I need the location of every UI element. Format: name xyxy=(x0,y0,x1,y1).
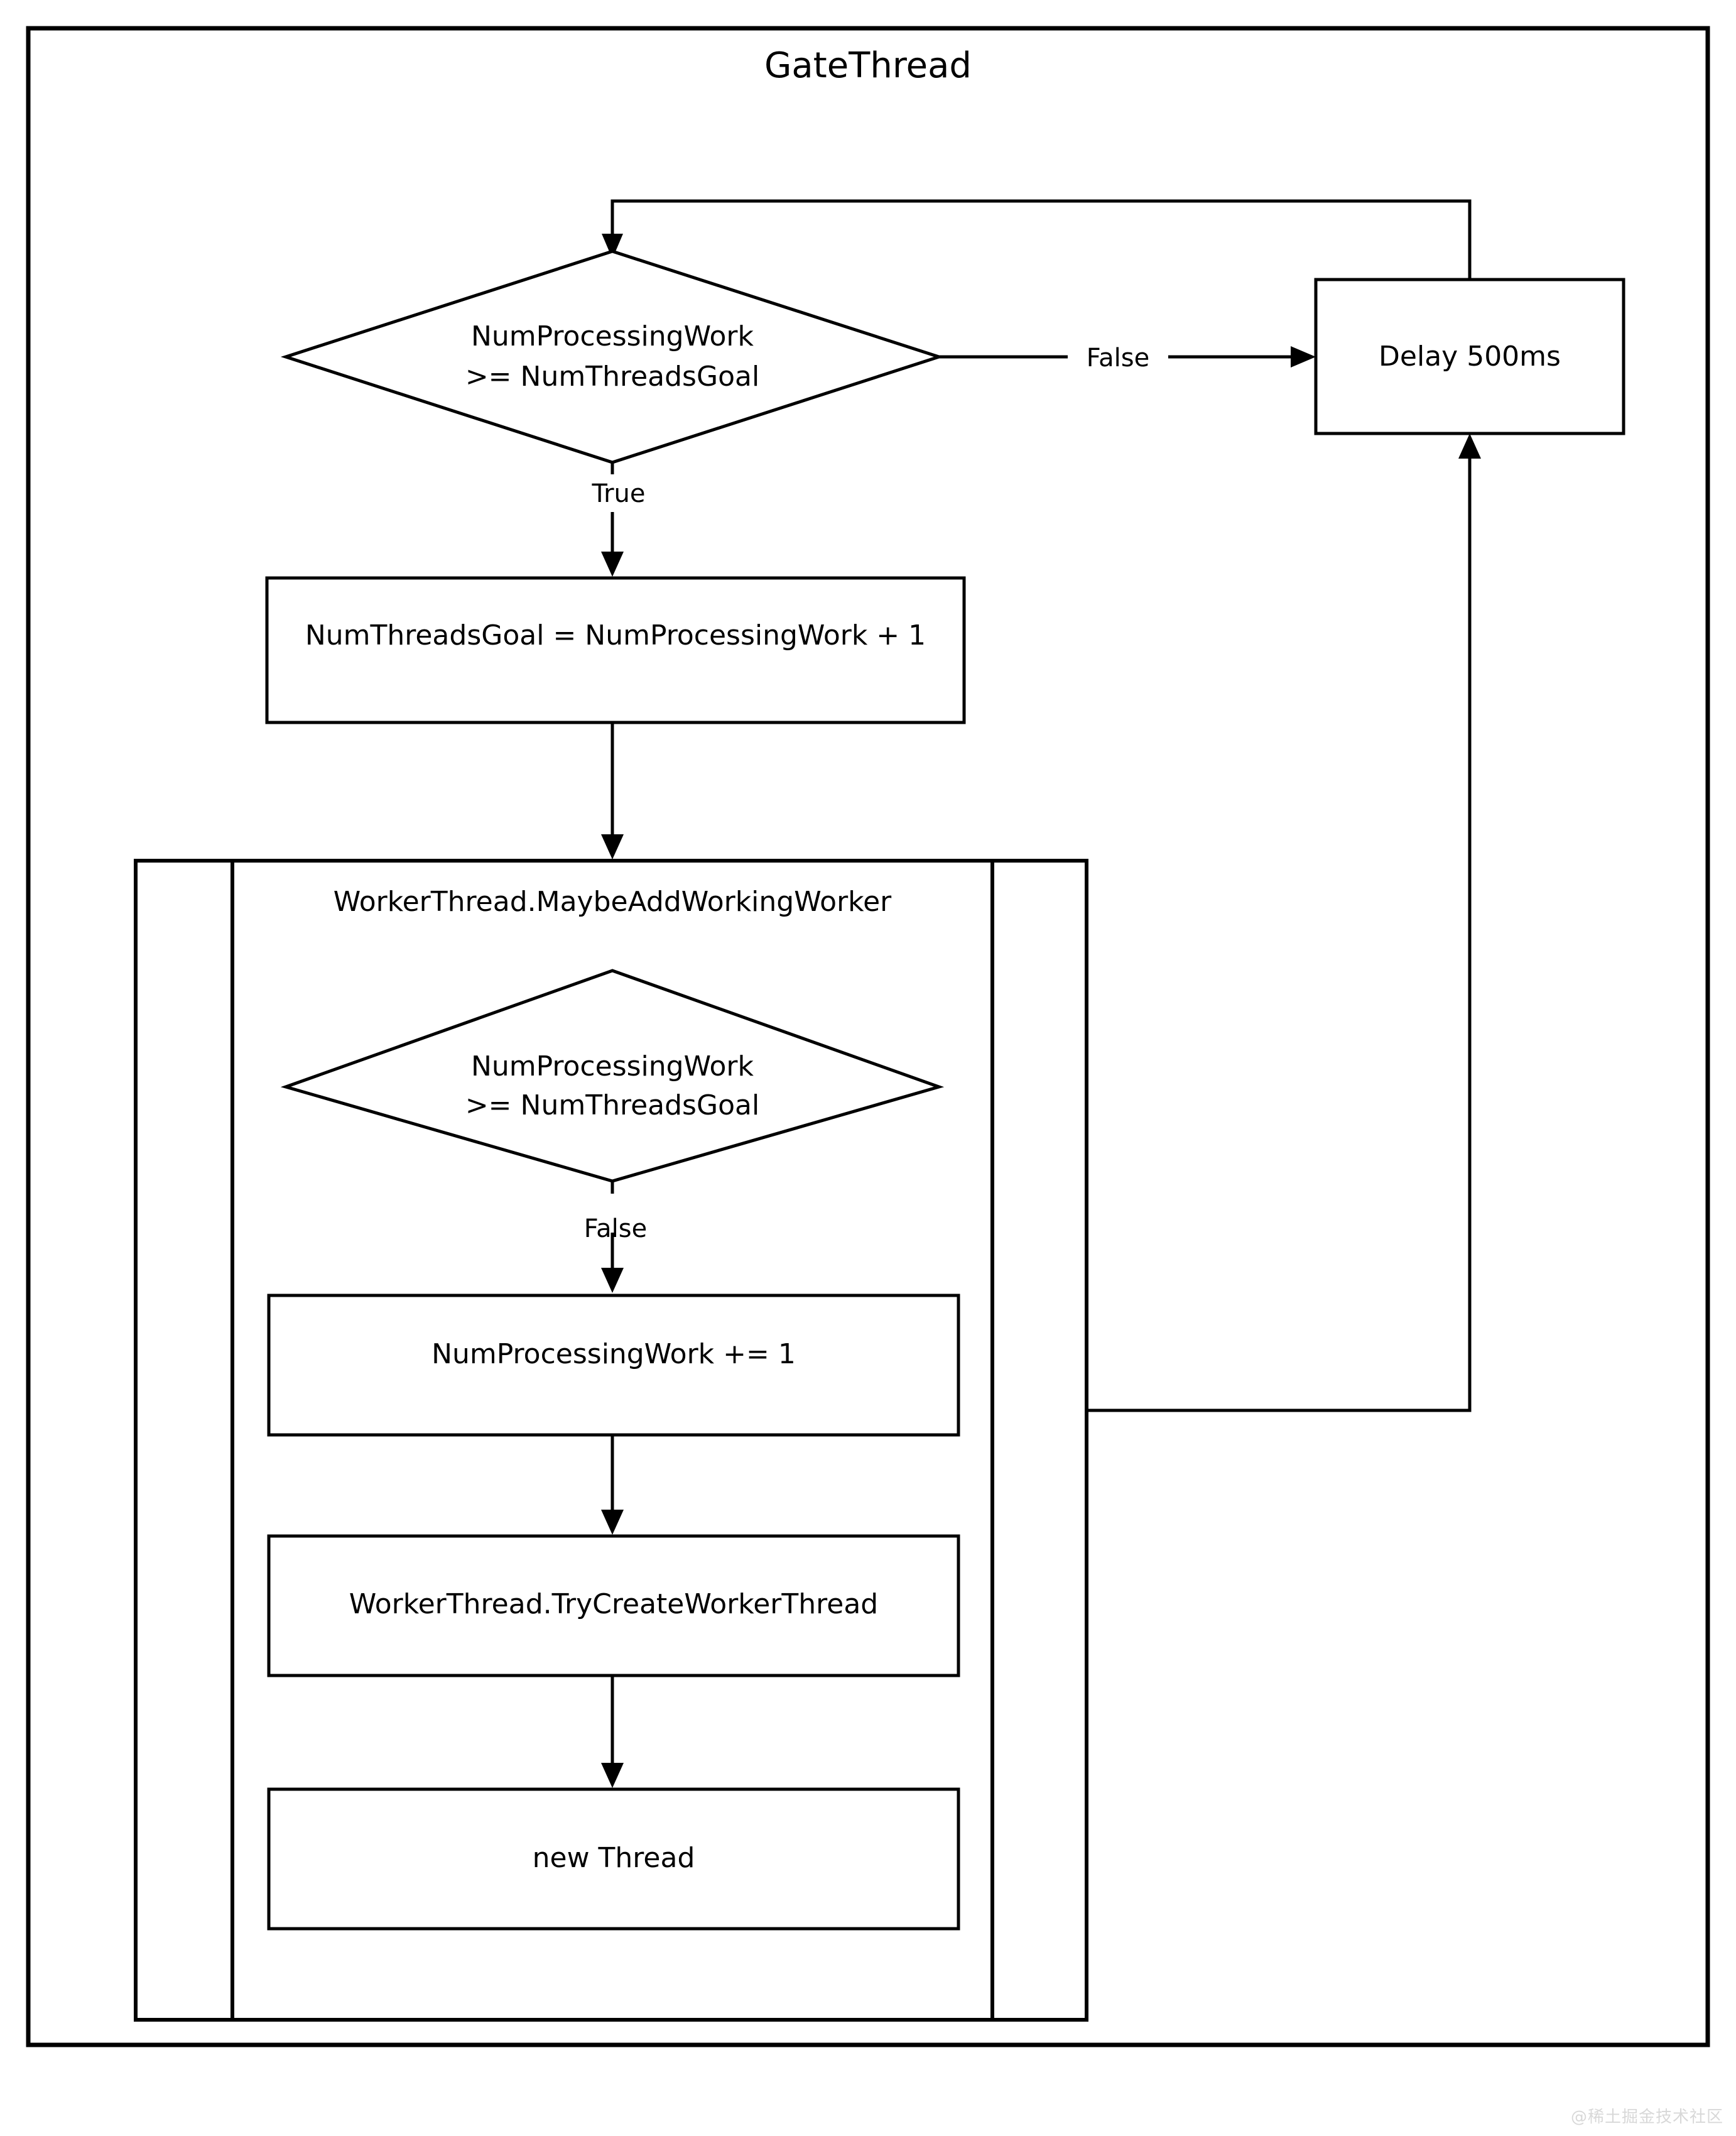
edge-label-gate-false: False xyxy=(1087,344,1149,373)
maybe-add-working-worker-subgraph xyxy=(231,859,994,2022)
arrowhead-increment-to-delay-feedback xyxy=(1458,433,1481,459)
gate-decision-diamond xyxy=(280,249,945,464)
new-thread-label: new Thread xyxy=(533,1842,695,1874)
arrowhead-gate-false-to-delay xyxy=(1291,346,1316,368)
edge-label-gate-true: True xyxy=(592,479,646,508)
watermark: @稀土掘金技术社区 xyxy=(1570,2108,1723,2127)
subgraph-title: WorkerThread.MaybeAddWorkingWorker xyxy=(334,886,892,918)
edge-label-inner-false: False xyxy=(584,1214,647,1243)
inner-decision-line1: NumProcessingWork xyxy=(471,1050,754,1082)
page-title: GateThread xyxy=(764,45,972,86)
edge-label-backdrop-false-inner xyxy=(565,1194,666,1233)
set-threads-goal-node xyxy=(265,576,966,724)
delay-node xyxy=(1314,278,1625,435)
edge-delay-to-gate-decision xyxy=(610,199,1472,280)
edge-increment-to-delay-feedback xyxy=(1087,451,1472,1412)
new-thread-node xyxy=(267,1787,960,1931)
arrowhead-assign-to-subgraph xyxy=(601,834,624,859)
arrowhead-gate-true-to-assign xyxy=(601,552,624,577)
increment-processing-node xyxy=(267,1294,960,1437)
edge-label-backdrop-false-top xyxy=(1068,335,1168,379)
arrowhead-delay-to-gate-decision xyxy=(602,234,623,259)
arrowhead-inner-false-to-increment xyxy=(601,1268,624,1293)
try-create-worker-thread-label: WorkerThread.TryCreateWorkerThread xyxy=(349,1588,878,1620)
inner-decision-line2: >= NumThreadsGoal xyxy=(465,1089,759,1121)
increment-processing-label: NumProcessingWork += 1 xyxy=(431,1338,796,1370)
gate-decision-line1: NumProcessingWork xyxy=(471,320,754,352)
try-create-worker-thread-node xyxy=(267,1534,960,1677)
edge-label-backdrop-true xyxy=(572,474,666,512)
arrowhead-trycreate-to-newthread xyxy=(601,1763,624,1788)
set-threads-goal-label: NumThreadsGoal = NumProcessingWork + 1 xyxy=(305,619,926,651)
gatethread-frame xyxy=(26,26,1710,2047)
delay-node-label: Delay 500ms xyxy=(1379,341,1561,373)
gate-decision-line2: >= NumThreadsGoal xyxy=(465,361,759,393)
arrowhead-increment-to-trycreate xyxy=(601,1510,624,1535)
